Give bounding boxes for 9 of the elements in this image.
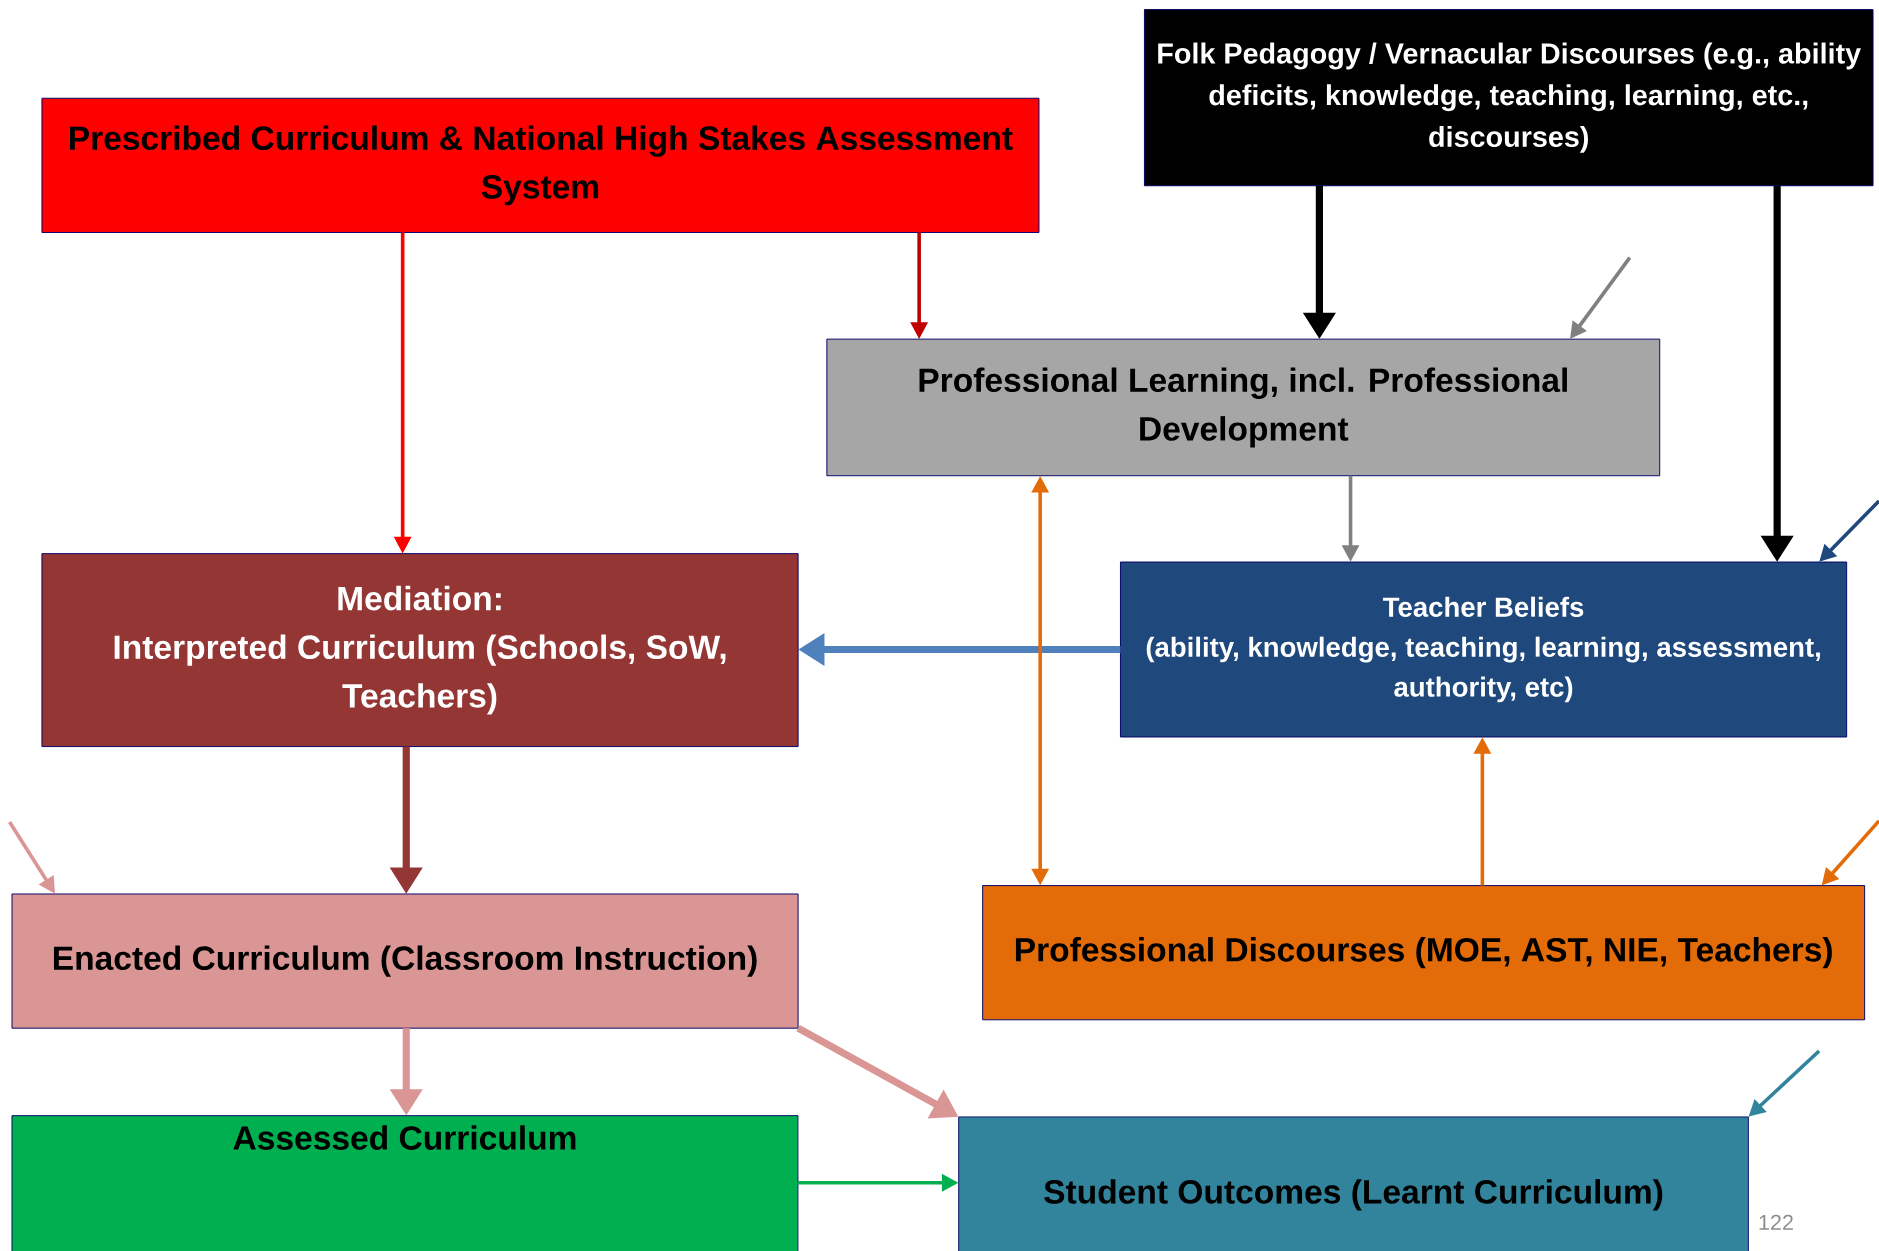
text-box: Professional Learning, incl. Professional Development — [826, 338, 1661, 477]
text-box: Prescribed Curriculum & National High Stakes Assessment System — [41, 97, 1040, 233]
text-box: Mediation: Interpreted Curriculum (Schools, SoW, Teachers) — [41, 553, 799, 747]
text-box: Professional Discourses (MOE, AST, NIE, Teachers) — [982, 885, 1866, 1021]
text-box: Student Outcomes (Learnt Curriculum) — [958, 1116, 1749, 1251]
text-box: Folk Pedagogy / Vernacular Discourses (e.g., ability deficits, knowledge, teaching, learning, etc., discourses) — [1143, 9, 1874, 187]
text-box: Teacher Beliefs (ability, knowledge, teaching, learning, assessment, authority, etc) — [1120, 561, 1848, 738]
text-box: Assessed Curriculum — [11, 1115, 799, 1251]
text-box: Enacted Curriculum (Classroom Instruction) — [11, 893, 799, 1029]
